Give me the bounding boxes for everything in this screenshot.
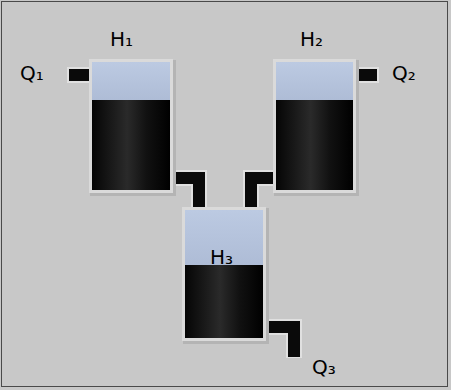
- outlet-pipe: [262, 327, 294, 358]
- tank-label: H₂: [300, 28, 323, 50]
- pipe-body: [170, 178, 199, 210]
- tank: H₂: [276, 62, 353, 190]
- tank: H₃: [185, 210, 263, 338]
- inlet-pipe: [68, 68, 94, 82]
- flow-label: Q₁: [20, 62, 44, 84]
- pipe-rim: [251, 178, 276, 210]
- pipe-rim: [170, 178, 199, 210]
- pipe-body: [251, 178, 276, 210]
- pipe: [251, 178, 276, 210]
- flow-label: Q₃: [312, 356, 336, 378]
- pipe: [170, 178, 199, 210]
- tank-label: H₃: [210, 246, 233, 268]
- flow-label: Q₂: [392, 62, 416, 84]
- inlet-pipe: [352, 68, 378, 82]
- tank: H₁: [92, 62, 170, 190]
- tank-label: H₁: [110, 28, 133, 50]
